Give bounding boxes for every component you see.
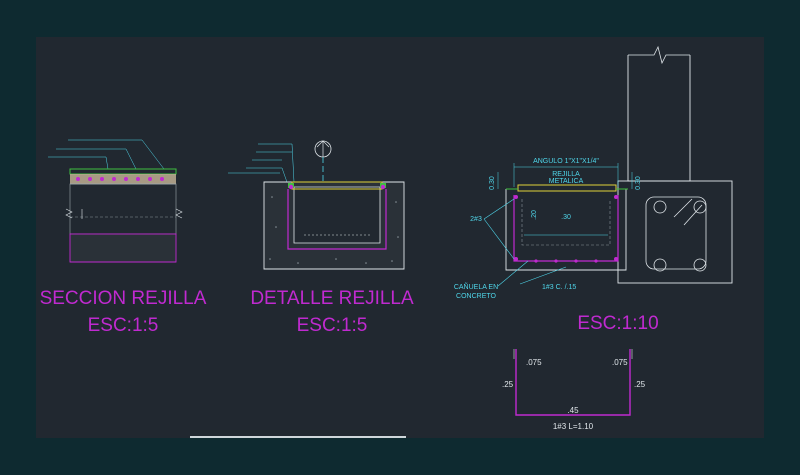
main-view: ANGULO 1"X1"X1/4" REJILLA METALICA 2#3 C… (454, 45, 733, 334)
annotation-2-bars: 2#3 (470, 216, 482, 223)
annotation-estribo: 1#3 C. /.15 (542, 284, 576, 291)
dim-030-inner: .30 (561, 214, 571, 221)
dim-025-left: .25 (502, 380, 514, 389)
bar-label: 1#3 L=1.10 (553, 422, 594, 431)
section-scale: ESC:1:5 (88, 315, 159, 336)
dim-025-right: .25 (634, 380, 646, 389)
annotation-rejilla: REJILLA (552, 171, 580, 178)
dim-075-right: .075 (612, 358, 628, 367)
annotation-angulo: ANGULO 1"X1"X1/4" (533, 158, 599, 165)
dim-045: .45 (567, 406, 579, 415)
bar-detail: .075 .075 .25 .25 .45 1#3 L=1.10 (502, 349, 646, 431)
annotation-concreto: CONCRETO (456, 293, 496, 300)
horizontal-scrollbar[interactable] (190, 436, 406, 438)
dim-030-left: 0.30 (489, 176, 496, 190)
dim-030-right: 0.30 (635, 176, 642, 190)
detail-view: DETALLE REJILLA ESC:1:5 (228, 140, 414, 336)
annotation-canuela: CAÑUELA EN (454, 282, 498, 291)
section-title: SECCION REJILLA (40, 288, 207, 309)
cad-drawing-area[interactable]: SECCION REJILLA ESC:1:5 (36, 37, 764, 438)
dim-020: .20 (531, 210, 538, 220)
cad-drawing: SECCION REJILLA ESC:1:5 (40, 45, 733, 431)
detail-scale: ESC:1:5 (297, 315, 368, 336)
section-view: SECCION REJILLA ESC:1:5 (40, 139, 207, 336)
detail-title: DETALLE REJILLA (250, 288, 414, 309)
dim-075-left: .075 (526, 358, 542, 367)
main-scale: ESC:1:10 (577, 313, 658, 334)
annotation-metalica: METALICA (549, 178, 584, 185)
